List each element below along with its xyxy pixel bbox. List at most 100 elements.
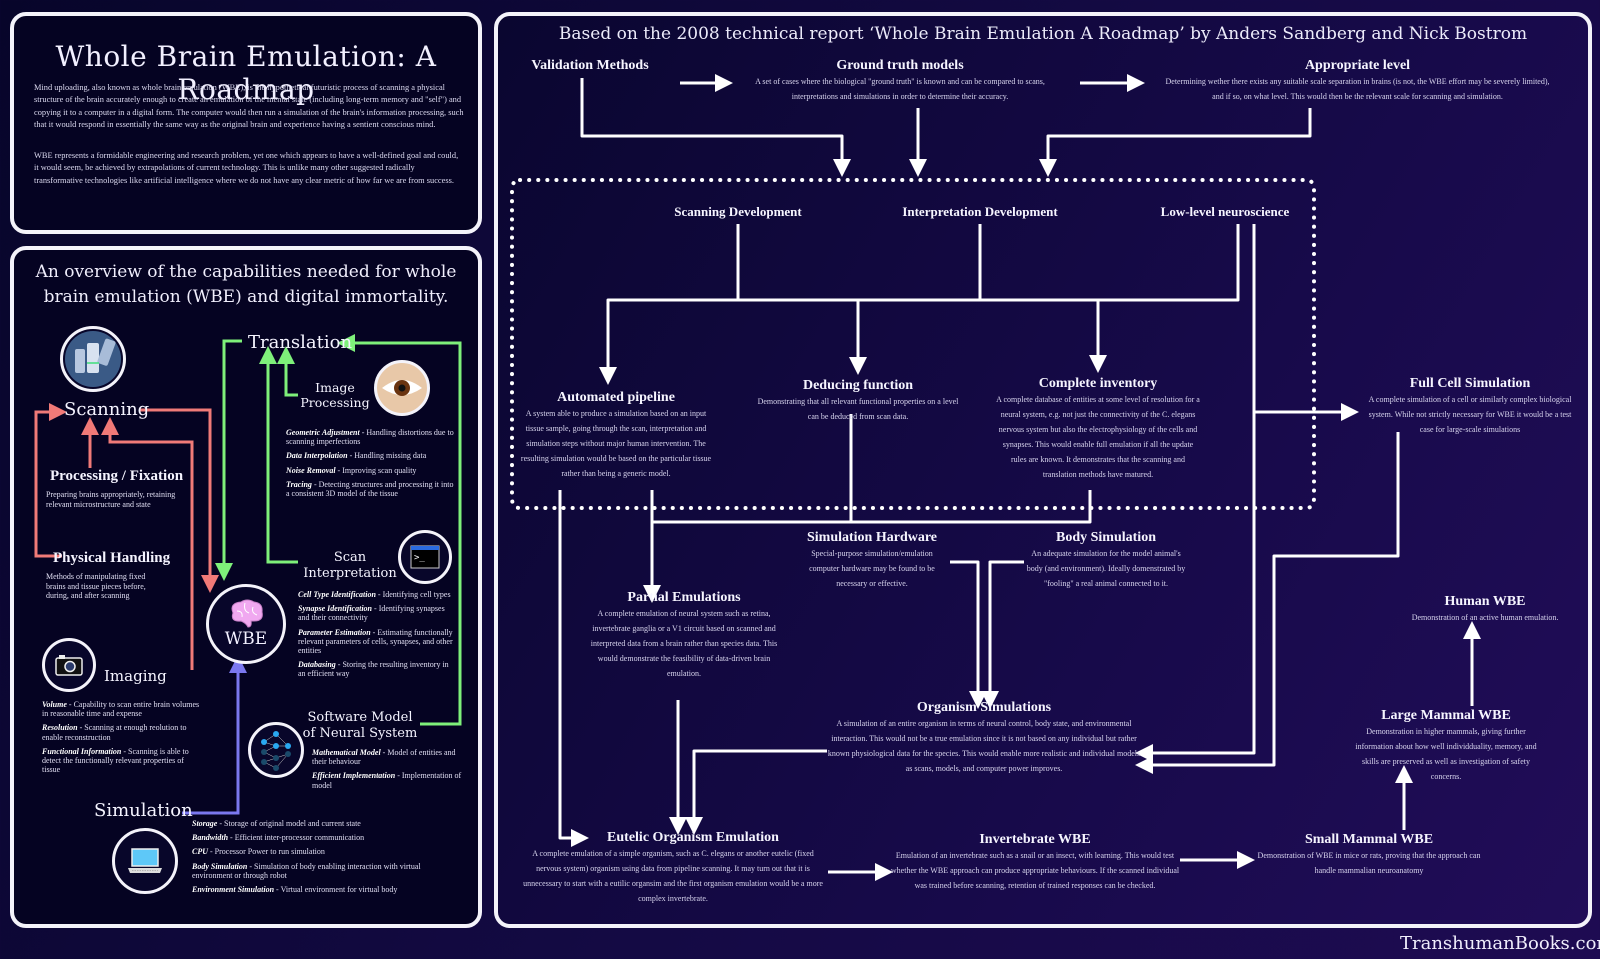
eye-icon-circle xyxy=(374,360,430,416)
simulation-item: Environment Simulation - Virtual environ… xyxy=(192,885,398,895)
image-processing-item: Tracing - Detecting structures and proce… xyxy=(286,479,454,499)
node-sim-hardware: Simulation Hardware Special-purpose simu… xyxy=(802,530,942,591)
software-model-item: Mathematical Model - Model of entities a… xyxy=(312,748,456,767)
software-model-label: Software Model of Neural System xyxy=(302,710,418,741)
physical-handling-label: Physical Handling xyxy=(53,550,171,566)
node-text: Demonstrating that all relevant function… xyxy=(757,397,959,421)
node-appropriate-level: Appropriate level Determining wether the… xyxy=(1160,58,1555,104)
simulation-label: Simulation xyxy=(94,800,193,821)
intro-paragraph-2: WBE represents a formidable engineering … xyxy=(34,151,459,185)
wbe-center-circle: WBE xyxy=(206,584,286,664)
overview-title: An overview of the capabilities needed f… xyxy=(35,262,457,307)
imaging-label: Imaging xyxy=(104,667,167,685)
imaging-item: Functional Information - Scanning is abl… xyxy=(42,746,189,775)
neural-network-icon-circle xyxy=(248,722,304,778)
node-text: Demonstration of WBE in mice or rats, pr… xyxy=(1257,851,1481,875)
camera-icon xyxy=(55,655,83,676)
eye-icon xyxy=(382,380,422,396)
simulation-list: Storage - Storage of original model and … xyxy=(192,819,462,899)
node-text: Demonstration in higher mammals, giving … xyxy=(1355,727,1537,781)
scan-interpretation-item: Synapse Identification - Identifying syn… xyxy=(298,604,445,623)
image-processing-label: Image Processing xyxy=(300,380,370,410)
node-title: Full Cell Simulation xyxy=(1409,376,1531,391)
simulation-item: Bandwidth - Efficient inter-processor co… xyxy=(192,833,365,843)
node-text: Special-purpose simulation/emulation com… xyxy=(809,549,935,588)
node-organism-sims: Organism Simulations A simulation of an … xyxy=(826,700,1142,776)
imaging-list: Volume - Capability to scan entire brain… xyxy=(42,700,200,779)
software-model-item: Efficient Implementation - Implementatio… xyxy=(312,771,462,790)
node-title: Large Mammal WBE xyxy=(1381,708,1511,723)
camera-icon-circle xyxy=(42,638,96,692)
node-text: A complete emulation of neural system su… xyxy=(590,609,778,678)
node-title: Appropriate level xyxy=(1304,58,1411,73)
node-title: Eutelic Organism Emulation xyxy=(607,830,779,845)
terminal-icon: >_ xyxy=(410,545,440,569)
simulation-item: Body Simulation - Simulation of body ena… xyxy=(192,861,421,880)
footer-site-link[interactable]: TranshumanBooks.com xyxy=(1400,933,1600,954)
microscope-icon-circle xyxy=(60,326,126,392)
simulation-item: CPU - Processor Power to run simulation xyxy=(192,847,325,857)
node-automated-pipeline: Automated pipeline A system able to prod… xyxy=(516,390,716,481)
node-text: Determining wether there exists any suit… xyxy=(1165,77,1550,101)
laptop-icon xyxy=(128,848,162,873)
node-title: Small Mammal WBE xyxy=(1304,832,1434,847)
node-ground-truth: Ground truth models A set of cases where… xyxy=(740,58,1060,104)
node-title: Ground truth models xyxy=(836,58,964,73)
svg-text:>_: >_ xyxy=(414,553,425,563)
node-scanning-dev-title: Scanning Development xyxy=(674,204,802,219)
neural-network-icon xyxy=(261,731,291,771)
image-processing-item: Data Interpolation - Handling missing da… xyxy=(286,451,427,461)
intro-panel: Whole Brain Emulation: A Roadmap Mind up… xyxy=(10,12,482,234)
node-full-cell: Full Cell Simulation A complete simulati… xyxy=(1362,376,1578,437)
node-title: Deducing function xyxy=(802,378,914,393)
roadmap-title: Based on the 2008 technical report ‘Whol… xyxy=(558,24,1528,44)
scan-interpretation-list: Cell Type Identification - Identifying c… xyxy=(298,590,458,684)
page-title: Whole Brain Emulation: A Roadmap xyxy=(55,40,437,106)
imaging-item: Volume - Capability to scan entire brain… xyxy=(42,700,200,719)
node-text: Emulation of an invertebrate such as a s… xyxy=(890,851,1180,890)
imaging-item: Resolution - Scanning at enough reolutio… xyxy=(42,723,187,742)
processing-fixation-label: Processing / Fixation xyxy=(50,468,184,484)
node-interpretation-dev-title: Interpretation Development xyxy=(902,204,1058,219)
node-text: Demonstration of an active human emulati… xyxy=(1411,613,1559,622)
node-title: Simulation Hardware xyxy=(806,530,938,545)
node-small-mammal: Small Mammal WBE Demonstration of WBE in… xyxy=(1256,832,1482,878)
node-human: Human WBE Demonstration of an active hum… xyxy=(1400,594,1570,625)
node-partial-emulations: Partial Emulations A complete emulation … xyxy=(582,590,786,681)
image-processing-item: Noise Removal - Improving scan quality xyxy=(286,465,417,475)
node-title: Partial Emulations xyxy=(627,590,741,605)
node-text: A simulation of an entire organism in te… xyxy=(827,719,1141,773)
node-text: A complete database of entities at some … xyxy=(996,395,1200,479)
node-large-mammal: Large Mammal WBE Demonstration in higher… xyxy=(1348,708,1544,784)
node-body-sim: Body Simulation An adequate simulation f… xyxy=(1026,530,1186,591)
terminal-icon-circle: >_ xyxy=(398,530,452,584)
node-complete-inventory: Complete inventory A complete database o… xyxy=(996,376,1200,482)
node-invertebrate: Invertebrate WBE Emulation of an inverte… xyxy=(890,832,1180,893)
node-low-level-title: Low-level neuroscience xyxy=(1160,204,1290,219)
brain-icon xyxy=(231,599,263,628)
laptop-icon-circle xyxy=(112,828,178,894)
node-title: Automated pipeline xyxy=(557,390,675,405)
processing-fixation-text: Preparing brains appropriately, retainin… xyxy=(46,490,176,509)
software-model-list: Mathematical Model - Model of entities a… xyxy=(312,748,464,795)
node-text: A complete emulation of a simple organis… xyxy=(523,849,823,903)
node-validation-title: Validation Methods xyxy=(531,58,649,73)
node-text: A set of cases where the biological "gro… xyxy=(755,77,1045,101)
node-eutelic: Eutelic Organism Emulation A complete em… xyxy=(520,830,826,906)
scan-interpretation-item: Databasing - Storing the resulting inven… xyxy=(298,660,449,679)
image-processing-item: Geometric Adjustment - Handling distorti… xyxy=(286,428,454,447)
node-deducing-function: Deducing function Demonstrating that all… xyxy=(756,378,960,424)
simulation-item: Storage - Storage of original model and … xyxy=(192,819,361,828)
node-title: Organism Simulations xyxy=(916,700,1052,715)
scan-interpretation-label: Scan Interpretation xyxy=(303,550,397,581)
node-text: An adequate simulation for the model ani… xyxy=(1026,549,1186,588)
node-title: Invertebrate WBE xyxy=(979,832,1091,847)
microscope-icon xyxy=(65,331,121,387)
intro-paragraph-1: Mind uploading, also known as whole brai… xyxy=(34,83,464,130)
node-title: Human WBE xyxy=(1444,594,1526,609)
wbe-center-label: WBE xyxy=(224,629,268,649)
translation-label: Translation xyxy=(248,332,353,353)
scan-interpretation-item: Cell Type Identification - Identifying c… xyxy=(298,590,451,599)
node-title: Body Simulation xyxy=(1056,530,1156,545)
physical-handling-text: Methods of manipulating fixed brains and… xyxy=(46,572,146,600)
